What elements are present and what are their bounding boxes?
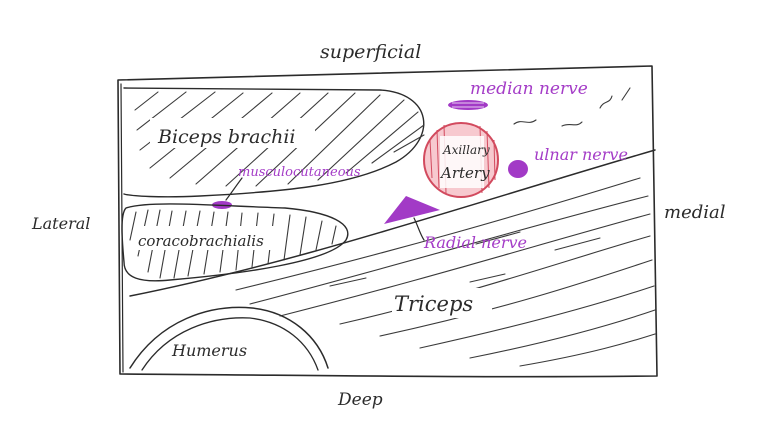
artery-label-line1: Axillary [442, 143, 490, 157]
coracobrachialis-label: coracobrachialis [138, 232, 264, 250]
orientation-medial: medial [664, 202, 726, 223]
radial-nerve-label: Radial nerve [423, 233, 527, 252]
triceps-label: Triceps [394, 292, 473, 316]
artery-label-line2: Artery [439, 164, 490, 182]
orientation-lateral: Lateral [31, 214, 90, 233]
axillary-artery [424, 123, 498, 197]
ulnar-nerve-shape [508, 160, 528, 178]
orientation-superficial: superficial [320, 41, 421, 63]
ulnar-nerve-label: ulnar nerve [534, 145, 628, 164]
connective-tissue-marks [514, 88, 630, 184]
intermuscular-septum-line [130, 150, 655, 296]
humerus-bone [130, 307, 328, 370]
median-nerve-label: median nerve [470, 79, 588, 99]
orientation-deep: Deep [337, 390, 383, 410]
triceps-muscle [236, 178, 655, 366]
biceps-label: Biceps brachii [157, 126, 295, 148]
radial-nerve-shape [384, 196, 440, 224]
median-nerve-shape [448, 100, 488, 110]
musculocutaneous-nerve-label: musculocutaneous [238, 165, 361, 180]
humerus-label: Humerus [171, 341, 247, 360]
